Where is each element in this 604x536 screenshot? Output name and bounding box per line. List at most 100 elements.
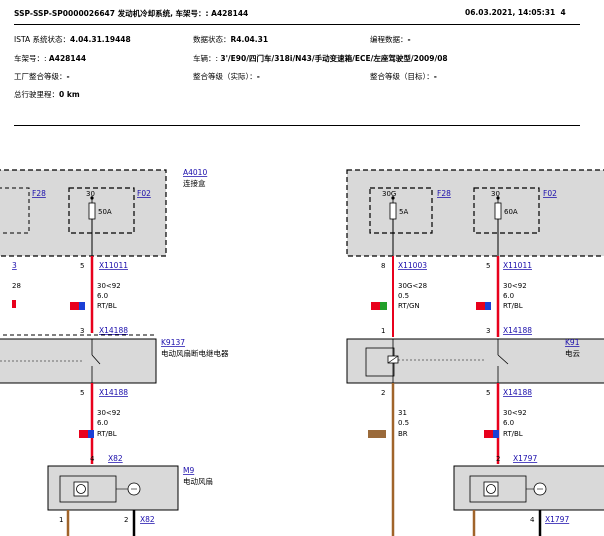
link-x11011-right[interactable]: X11011 [503,261,532,270]
a4010-name: 连接盒 [183,178,206,188]
fuse-symbol-b [494,202,502,220]
color-swatch-red-4 [476,302,485,310]
link-fragment-3[interactable]: 3 [12,261,17,270]
header-bottom-divider [14,125,580,126]
wire-a-spec-1: 30G<28 [398,282,427,290]
pin-5b-right: 5 [486,389,490,397]
color-swatch-brown [368,430,386,438]
fan-icon [73,481,89,497]
link-x11011[interactable]: X11011 [99,261,128,270]
link-f02-right[interactable]: F02 [543,189,557,198]
fan-rotor-right [486,484,496,494]
wire-d-spec-2: 6.0 [503,419,514,427]
actual-level-label: 整合等级（实际）： [193,72,257,81]
diagram-right: 30G 5A 30 60A F28 F02 8 X11003 5 X11011 … [346,169,604,536]
pin-1-right: 1 [381,327,385,335]
mileage: 总行驶里程：0 km [14,89,80,100]
pin-5: 5 [80,262,84,270]
document-title: SSP-SSP-SP0000026647 发动机冷却系统, 车架号：: A428… [14,9,249,18]
pin-8: 8 [381,262,385,270]
target-level: 整合等级（目标）：- [370,71,437,82]
data-status: 数据状态：R4.04.31 [193,34,268,45]
fuse-rating-label: 50A [98,208,112,216]
wire-fragment-swatch [12,300,16,308]
connection-box-right [346,169,604,257]
link-x82-b[interactable]: X82 [140,515,155,524]
color-swatch-blue-2 [88,430,94,438]
pin-2: 2 [124,516,128,524]
link-k91-fragment[interactable]: K91 [565,338,580,347]
ista-status: ISTA 系统状态：4.04.31.19448 [14,34,131,45]
link-x1797-b[interactable]: X1797 [545,515,569,524]
timestamp-value: 06.03.2021, 14:05:31 [465,8,556,17]
link-f28[interactable]: F28 [32,189,46,198]
wire-c-spec-1: 31 [398,409,407,417]
fuse-a-rating: 5A [399,208,408,216]
header-divider [14,24,580,25]
fuse-box-f02-right [473,187,540,234]
wire-1-color: RT/BL [97,302,117,310]
actual-level: 整合等级（实际）：- [193,71,260,82]
diagram-left: 30 50A F28 F02 A4010 连接盒 3 28 5 X11011 3… [0,168,229,536]
link-m9[interactable]: M9 [183,466,194,475]
pin-4-right: 4 [530,516,535,524]
k91-name-fragment: 电云 [565,348,580,358]
link-a4010[interactable]: A4010 [183,168,207,177]
wire-b-color: RT/BL [503,302,523,310]
m9-fan-box [47,465,179,511]
pin-1: 1 [59,516,63,524]
wire-c-color: BR [398,430,408,438]
mileage-label: 总行驶里程： [14,90,59,99]
fan-box-right [453,465,604,511]
target-level-value: - [433,72,437,81]
link-x11003[interactable]: X11003 [398,261,427,270]
fuse-symbol [88,202,96,220]
ista-status-value: 4.04.31.19448 [70,35,131,44]
wire-c-spec-2: 0.5 [398,419,409,427]
fan-icon-right [483,481,499,497]
link-x14188-right-a[interactable]: X14188 [503,326,532,335]
fan-rotor [76,484,86,494]
link-x1797-a[interactable]: X1797 [513,454,537,463]
fuse-box-f28-right [369,187,433,234]
color-swatch-blue-4 [493,430,499,438]
page-number: 4 [560,8,566,17]
vehicle: 车辆：: 3'/E90/四门车/318i/N43/手动变速箱/ECE/左座驾驶型… [193,53,448,64]
color-swatch-red-5 [484,430,493,438]
pin-3: 3 [80,327,84,335]
wire-1-spec-1: 30<92 [97,282,121,290]
wire-fragment-28: 28 [12,282,21,290]
vin: 车架号：: A428144 [14,53,86,64]
programming-value: - [407,35,411,44]
factory-level-label: 工厂整合等级： [14,72,67,81]
link-f02[interactable]: F02 [137,189,151,198]
fuse-a-pin: 30G [382,190,396,198]
fuse-b-pin: 30 [491,190,500,198]
a4010-connection-box [0,169,167,257]
link-f28-right[interactable]: F28 [437,189,451,198]
wire-1-spec-2: 6.0 [97,292,108,300]
color-swatch-red-2 [79,430,88,438]
fuse-box-f28-fragment [0,187,30,234]
pin-5-right: 5 [486,262,490,270]
link-x14188-b[interactable]: X14188 [99,388,128,397]
factory-level: 工厂整合等级：- [14,71,70,82]
fuse-node [90,196,94,200]
fuse-symbol-a [389,202,397,220]
color-swatch-blue [79,302,85,310]
pin-2b-right: 2 [496,455,500,463]
fuse-b-node [496,196,500,200]
relay-switch-blade [91,354,101,365]
vehicle-label: 车辆：: [193,54,221,63]
link-x14188-right-b[interactable]: X14188 [503,388,532,397]
link-x14188-a[interactable]: X14188 [99,326,128,335]
fuse-pin-label: 30 [86,190,95,198]
link-x82-a[interactable]: X82 [108,454,123,463]
ista-status-label: ISTA 系统状态： [14,35,70,44]
relay-coil-diagonal [387,355,399,364]
mileage-value: 0 km [59,90,80,99]
wire-a-color: RT/GN [398,302,420,310]
wire-2-color: RT/BL [97,430,117,438]
link-k9137[interactable]: K9137 [161,338,185,347]
